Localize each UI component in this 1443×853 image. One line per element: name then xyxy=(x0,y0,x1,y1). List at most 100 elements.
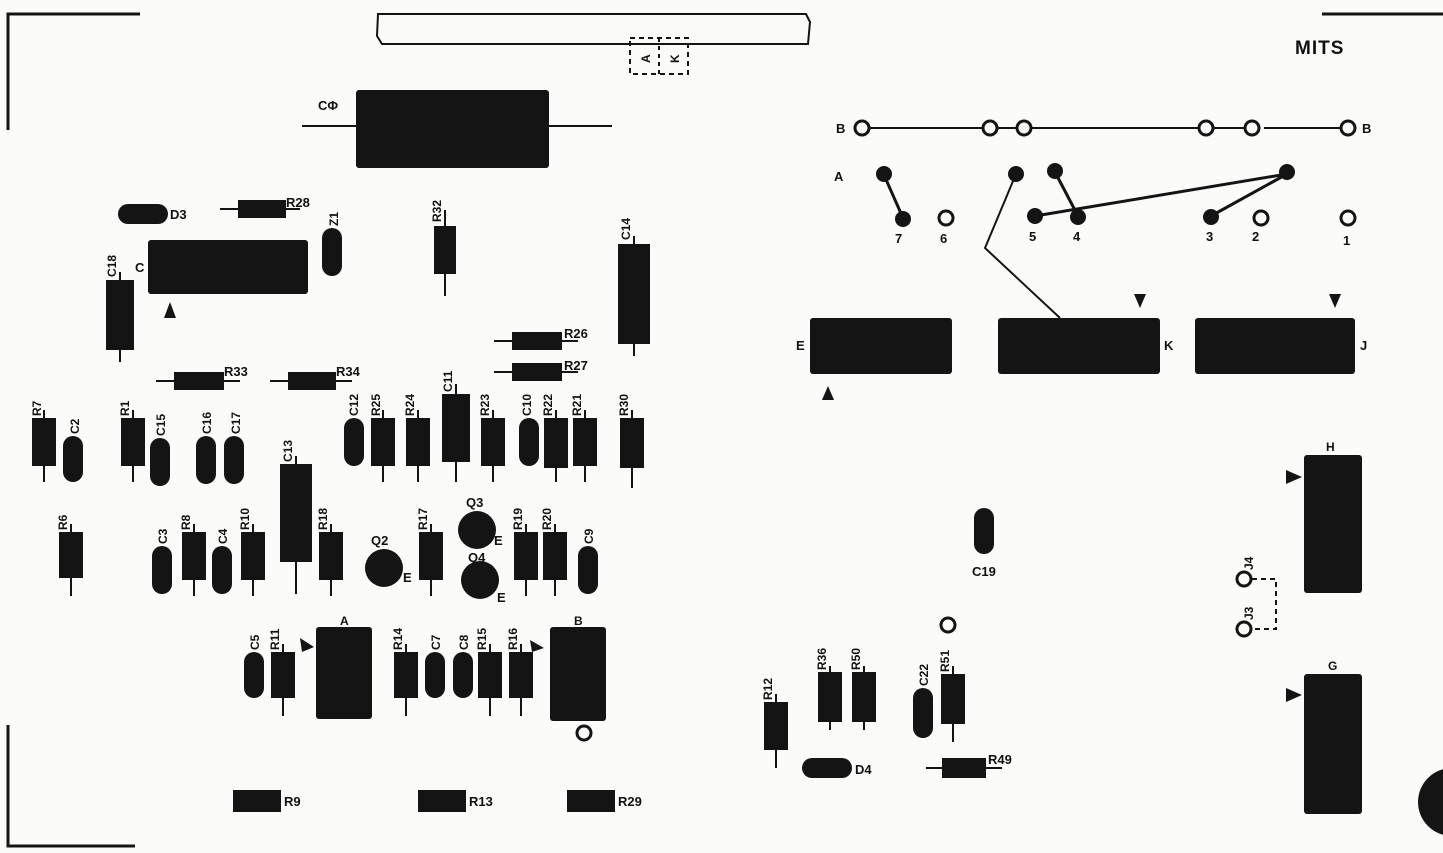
label-r49: R49 xyxy=(988,752,1012,767)
label-c17: C17 xyxy=(229,412,243,434)
label-r33: R33 xyxy=(224,364,248,379)
connector-label-k: K xyxy=(668,54,682,63)
label-r36: R36 xyxy=(815,648,829,670)
ic-label-k: K xyxy=(1164,338,1174,353)
connector-label-a: A xyxy=(639,54,653,63)
label-c9: C9 xyxy=(582,528,596,544)
label-r15: R15 xyxy=(475,628,489,650)
ic-label-b: B xyxy=(574,614,583,628)
label-r30: R30 xyxy=(617,394,631,416)
label-r26: R26 xyxy=(564,326,588,341)
label-c13: C13 xyxy=(281,440,295,462)
ic-label-h: H xyxy=(1326,440,1335,454)
label-c19: C19 xyxy=(972,564,996,579)
label-r17: R17 xyxy=(416,508,430,530)
capacitor-c19 xyxy=(974,508,994,554)
brand-logo-text: MITS xyxy=(1295,38,1344,59)
pad xyxy=(939,616,957,634)
label-r24: R24 xyxy=(403,394,417,416)
label-c22: C22 xyxy=(917,664,931,686)
transistors xyxy=(365,511,499,599)
jumper-j3-j4 xyxy=(1235,570,1277,638)
jumper-pos-4: 4 xyxy=(1073,229,1081,244)
label-c7: C7 xyxy=(429,634,443,650)
ic-label-e: E xyxy=(796,338,805,353)
label-c18: C18 xyxy=(105,255,119,277)
label-d4: D4 xyxy=(855,762,872,777)
label-c0: CΦ xyxy=(318,98,338,113)
label-r11: R11 xyxy=(268,628,282,650)
resistors-horizontal xyxy=(156,200,1002,812)
capacitor-c0: CΦ xyxy=(302,90,612,168)
label-c5: C5 xyxy=(248,634,262,650)
label-r20: R20 xyxy=(540,508,554,530)
label-r6: R6 xyxy=(56,514,70,530)
label-r27: R27 xyxy=(564,358,588,373)
jumper-pos-1: 1 xyxy=(1343,233,1350,248)
diode-d3 xyxy=(118,204,168,224)
resistors-vertical xyxy=(32,210,965,768)
label-q2: Q2 xyxy=(371,533,388,548)
label-r32: R32 xyxy=(430,200,444,222)
label-r8: R8 xyxy=(179,514,193,530)
label-c11: C11 xyxy=(441,370,455,392)
label-r9: R9 xyxy=(284,794,301,809)
diode-d4 xyxy=(802,758,852,778)
rotated-labels: Z1 R32 C14 C18 R7 C2 R1 C15 C16 C17 C13 … xyxy=(30,200,952,700)
label-r18: R18 xyxy=(316,508,330,530)
jumper-block xyxy=(853,119,1357,319)
label-r10: R10 xyxy=(238,508,252,530)
ic-label-c: C xyxy=(135,260,145,275)
label-c12: C12 xyxy=(347,394,361,416)
label-q2-e: E xyxy=(403,570,412,585)
label-r12: R12 xyxy=(761,678,775,700)
label-q3: Q3 xyxy=(466,495,483,510)
jumper-pos-2: 2 xyxy=(1252,229,1259,244)
label-q3-e: E xyxy=(494,533,503,548)
ic-packages-left xyxy=(148,240,606,721)
label-q4-e: E xyxy=(497,590,506,605)
label-r25: R25 xyxy=(369,394,383,416)
jumper-pads-filled xyxy=(876,163,1295,227)
label-r16: R16 xyxy=(506,628,520,650)
jumper-pos-5: 5 xyxy=(1029,229,1036,244)
edge-hole-partial xyxy=(1418,769,1443,835)
ic-label-a: A xyxy=(340,614,349,628)
label-c10: C10 xyxy=(520,394,534,416)
jumper-pos-7: 7 xyxy=(895,231,902,246)
label-d3: D3 xyxy=(170,207,187,222)
label-r23: R23 xyxy=(478,394,492,416)
label-q4: Q4 xyxy=(468,550,486,565)
label-j3: J3 xyxy=(1242,606,1256,620)
label-c15: C15 xyxy=(154,414,168,436)
label-r51: R51 xyxy=(938,650,952,672)
edge-connector: A K xyxy=(375,13,812,75)
ic-label-g: G xyxy=(1328,659,1337,673)
jumper-end-right: B xyxy=(1362,121,1371,136)
label-c16: C16 xyxy=(200,412,214,434)
label-r28: R28 xyxy=(286,195,310,210)
ic-packages-right xyxy=(810,294,1362,814)
ic-label-j: J xyxy=(1360,338,1367,353)
crop-marks xyxy=(6,12,1443,848)
label-r19: R19 xyxy=(511,508,525,530)
jumper-row-label: A xyxy=(834,169,844,184)
label-r21: R21 xyxy=(570,394,584,416)
label-r13: R13 xyxy=(469,794,493,809)
label-r34: R34 xyxy=(336,364,361,379)
label-c14: C14 xyxy=(619,218,633,240)
label-c2: C2 xyxy=(68,418,82,434)
jumper-pos-3: 3 xyxy=(1206,229,1213,244)
label-r29: R29 xyxy=(618,794,642,809)
label-r14: R14 xyxy=(391,628,405,650)
label-j4: J4 xyxy=(1242,556,1256,570)
label-z1: Z1 xyxy=(327,212,341,226)
label-c8: C8 xyxy=(457,634,471,650)
capacitors-oval xyxy=(63,228,933,738)
label-r1: R1 xyxy=(118,400,132,416)
label-r22: R22 xyxy=(541,394,555,416)
label-r50: R50 xyxy=(849,648,863,670)
jumper-end-left: B xyxy=(836,121,845,136)
label-c3: C3 xyxy=(156,528,170,544)
